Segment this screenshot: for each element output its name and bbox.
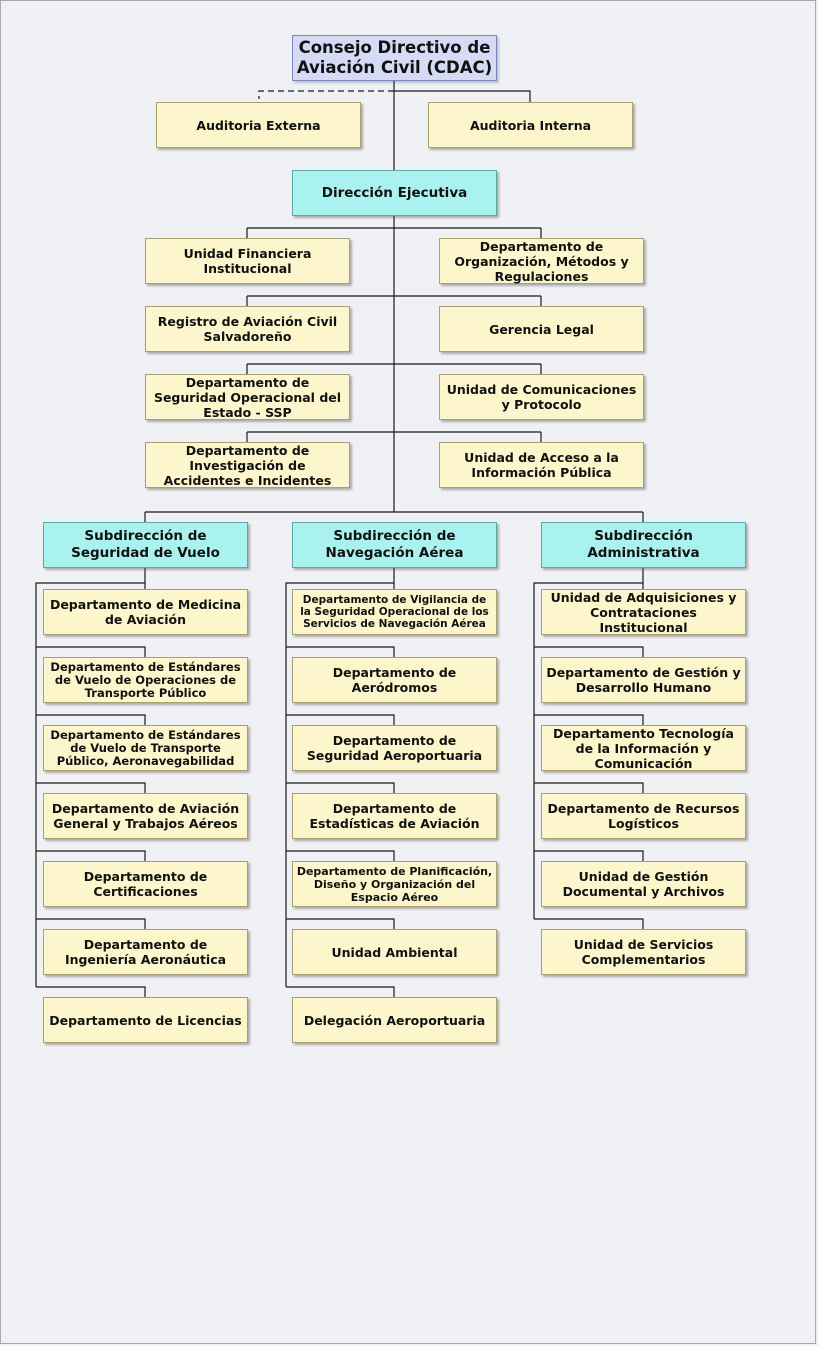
staff-unit-box: Unidad Financiera Institucional bbox=[145, 238, 350, 284]
subdir-2-spine bbox=[285, 567, 395, 987]
subdir-1-spine bbox=[35, 567, 146, 987]
department-box: Departamento de Aviación General y Traba… bbox=[43, 793, 248, 839]
department-box: Unidad de Gestión Documental y Archivos bbox=[541, 861, 746, 907]
subdir-2-branches bbox=[286, 583, 395, 997]
staff-link-1 bbox=[246, 227, 542, 238]
department-box: Departamento de Estadísticas de Aviación bbox=[292, 793, 497, 839]
department-box: Departamento de Vigilancia de la Segurid… bbox=[292, 589, 497, 635]
department-box: Departamento de Estándares de Vuelo de O… bbox=[43, 657, 248, 703]
subdirection-box: Subdirección de Navegación Aérea bbox=[292, 522, 497, 568]
department-box: Departamento Tecnología de la Informació… bbox=[541, 725, 746, 771]
staff-unit-box: Departamento de Investigación de Acciden… bbox=[145, 442, 350, 488]
staff-unit-box: Unidad de Comunicaciones y Protocolo bbox=[439, 374, 644, 420]
department-box: Departamento de Licencias bbox=[43, 997, 248, 1043]
staff-link-2 bbox=[246, 295, 542, 306]
staff-unit-box: Registro de Aviación Civil Salvadoreño bbox=[145, 306, 350, 352]
department-box: Unidad de Servicios Complementarios bbox=[541, 929, 746, 975]
department-box: Departamento de Gestión y Desarrollo Hum… bbox=[541, 657, 746, 703]
department-box: Departamento de Medicina de Aviación bbox=[43, 589, 248, 635]
department-box: Departamento de Planificación, Diseño y … bbox=[292, 861, 497, 907]
department-box: Unidad de Adquisiciones y Contrataciones… bbox=[541, 589, 746, 635]
staff-unit-box: Unidad de Acceso a la Información Públic… bbox=[439, 442, 644, 488]
staff-link-4 bbox=[246, 431, 542, 442]
external-audit-box: Auditoria Externa bbox=[156, 102, 361, 148]
department-box: Delegación Aeroportuaria bbox=[292, 997, 497, 1043]
staff-link-3 bbox=[246, 363, 542, 374]
executive-box: Dirección Ejecutiva bbox=[292, 170, 497, 216]
staff-unit-box: Gerencia Legal bbox=[439, 306, 644, 352]
department-box: Departamento de Seguridad Aeroportuaria bbox=[292, 725, 497, 771]
staff-unit-box: Departamento de Organización, Métodos y … bbox=[439, 238, 644, 284]
department-box: Departamento de Recursos Logísticos bbox=[541, 793, 746, 839]
subdir-1-branches bbox=[36, 583, 146, 997]
subdir-3-branches bbox=[534, 583, 644, 929]
staff-unit-box: Departamento de Seguridad Operacional de… bbox=[145, 374, 350, 420]
external-audit-link bbox=[258, 90, 394, 99]
department-box: Departamento de Certificaciones bbox=[43, 861, 248, 907]
subdirection-box: Subdirección Administrativa bbox=[541, 522, 746, 568]
subdir-3-spine bbox=[533, 567, 644, 919]
department-box: Departamento de Estándares de Vuelo de T… bbox=[43, 725, 248, 771]
root-box: Consejo Directivo de Aviación Civil (CDA… bbox=[292, 35, 497, 81]
subdirections-bus bbox=[144, 511, 644, 522]
internal-audit-link bbox=[394, 90, 531, 102]
department-box: Departamento de Ingeniería Aeronáutica bbox=[43, 929, 248, 975]
internal-audit-box: Auditoria Interna bbox=[428, 102, 633, 148]
department-box: Departamento de Aeródromos bbox=[292, 657, 497, 703]
department-box: Unidad Ambiental bbox=[292, 929, 497, 975]
subdirection-box: Subdirección de Seguridad de Vuelo bbox=[43, 522, 248, 568]
